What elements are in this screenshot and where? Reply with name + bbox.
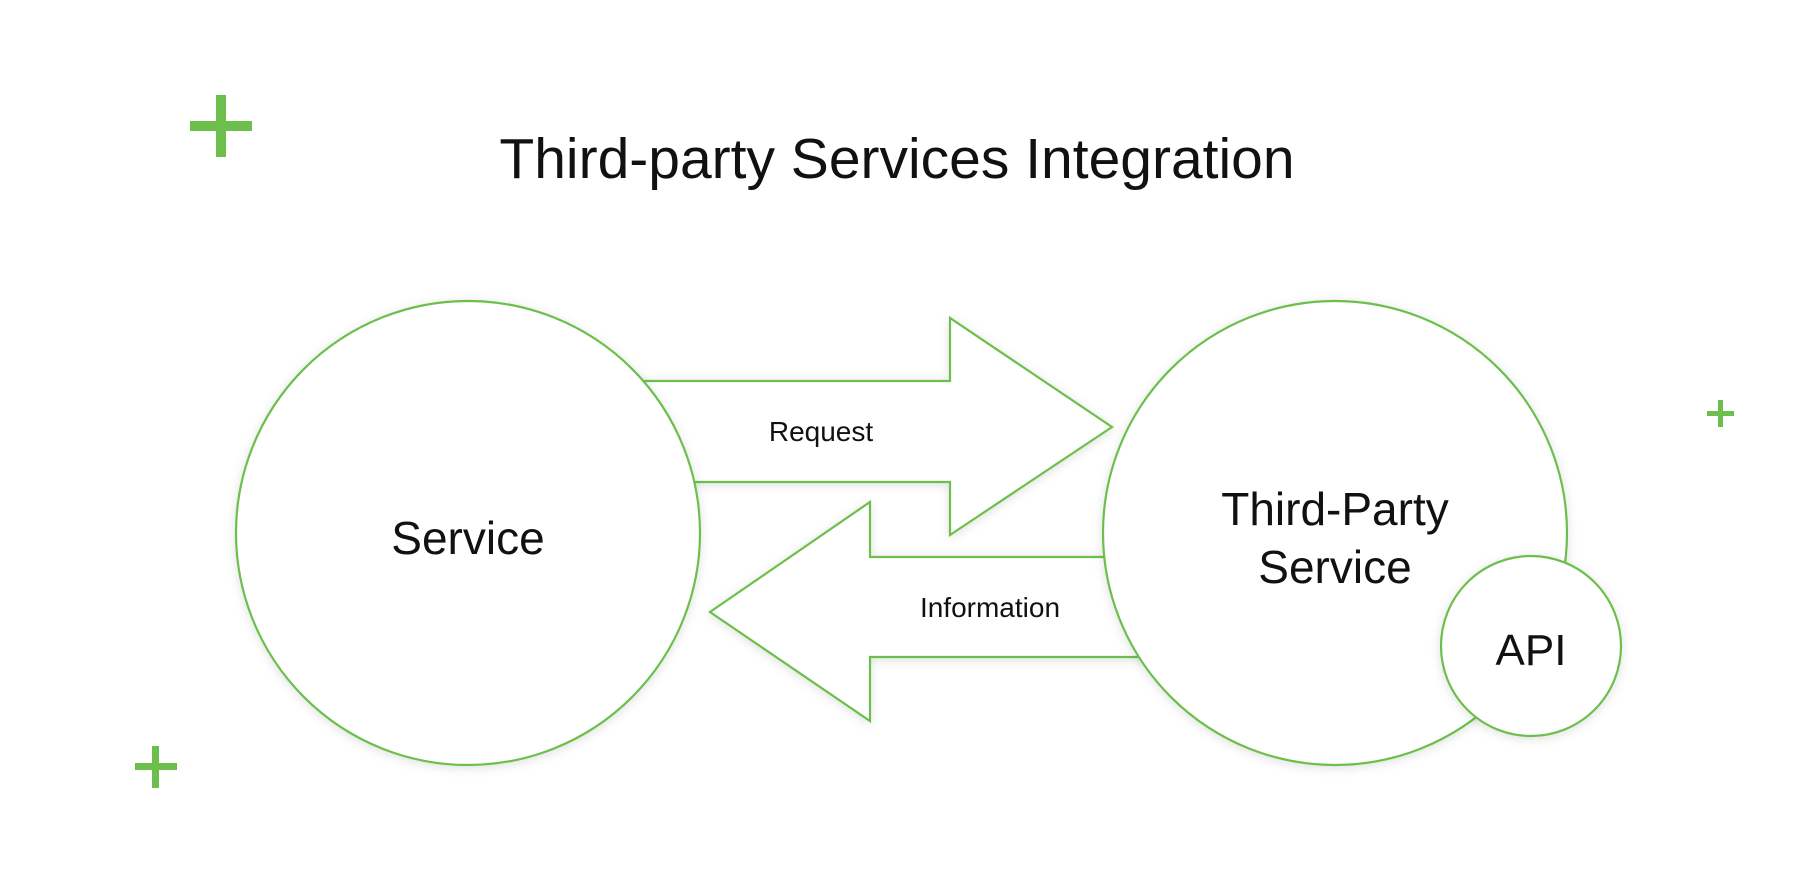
service-label: Service — [391, 512, 544, 564]
information-arrow — [708, 499, 1162, 724]
information-label: Information — [920, 592, 1060, 623]
plus-icon — [190, 95, 252, 157]
third-party-label-line2: Service — [1258, 541, 1411, 593]
information-arrow-shape — [708, 499, 1162, 724]
request-label: Request — [769, 416, 874, 447]
api-circle — [1439, 554, 1623, 738]
plus-icon — [1707, 400, 1734, 427]
third-party-label-line1: Third-Party — [1221, 483, 1448, 535]
service-circle — [234, 299, 702, 767]
api-label: API — [1496, 626, 1567, 675]
service-node — [234, 299, 702, 767]
page-title: Third-party Services Integration — [499, 127, 1294, 191]
api-node — [1439, 554, 1623, 738]
plus-icon — [135, 746, 177, 788]
